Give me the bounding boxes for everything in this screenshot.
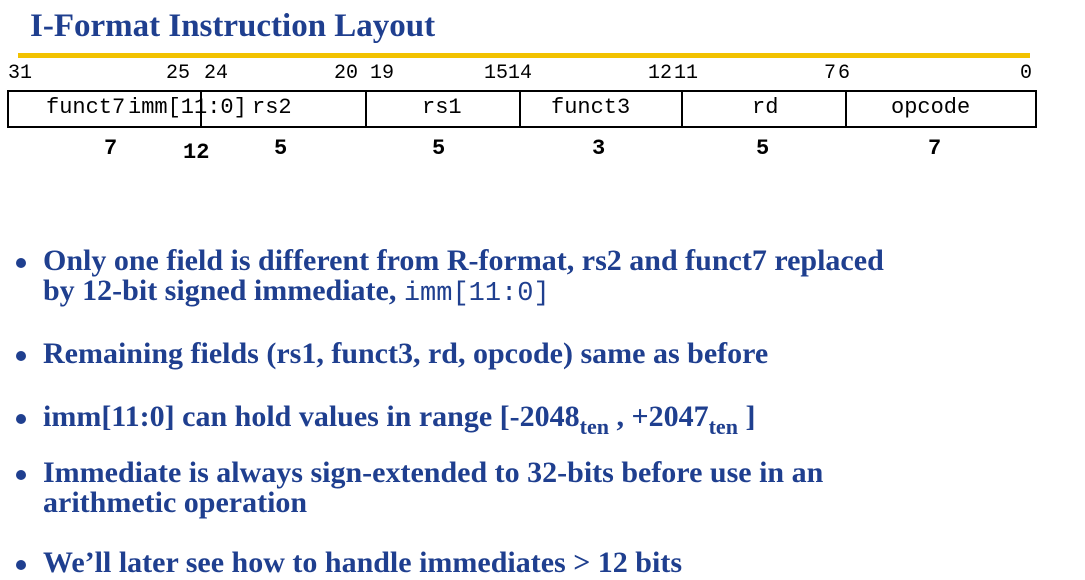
subscript: ten bbox=[708, 414, 738, 439]
bullet-text-span: imm[11:0] can hold values in range [-204… bbox=[43, 400, 580, 433]
title-underline bbox=[18, 53, 1030, 58]
bit-position: 12 bbox=[648, 62, 673, 85]
bit-position: 6 bbox=[838, 62, 851, 85]
bullet-line: by 12-bit signed immediate, imm[11:0] bbox=[43, 274, 1083, 310]
field-divider bbox=[845, 92, 847, 126]
field-divider bbox=[681, 92, 683, 126]
field-label-funct7: funct7 bbox=[46, 95, 126, 120]
instruction-field-box bbox=[7, 90, 1037, 128]
bullet-dot bbox=[16, 258, 26, 268]
bit-position: 24 bbox=[204, 62, 229, 85]
slide-title: I-Format Instruction Layout bbox=[30, 8, 436, 44]
bit-position: 25 bbox=[166, 62, 191, 85]
bullet-line: arithmetic operation bbox=[43, 486, 308, 519]
field-width-rs1: 5 bbox=[432, 136, 446, 161]
bit-position: 19 bbox=[370, 62, 395, 85]
field-width-opcode: 7 bbox=[928, 136, 942, 161]
field-label-opcode: opcode bbox=[891, 95, 971, 120]
bit-position: 11 bbox=[674, 62, 699, 85]
field-width-rd: 5 bbox=[756, 136, 770, 161]
bullet-dot bbox=[16, 351, 26, 361]
field-label-rd: rd bbox=[752, 95, 779, 120]
bullet-text: Remaining fields (rs1, funct3, rd, opcod… bbox=[43, 337, 769, 370]
bullet-dot bbox=[16, 560, 26, 570]
bullet-text-span: ] bbox=[737, 400, 756, 433]
bit-position: 0 bbox=[1020, 62, 1033, 85]
subscript: ten bbox=[579, 414, 609, 439]
field-label-rs2: rs2 bbox=[252, 95, 292, 120]
field-divider bbox=[200, 90, 202, 128]
field-divider bbox=[519, 92, 521, 126]
bullet-line: Only one field is different from R-forma… bbox=[43, 244, 884, 277]
bullet-text-span: , +2047 bbox=[609, 400, 709, 433]
bullet-text: Immediate is always sign-extended to 32-… bbox=[43, 458, 1083, 518]
bit-position: 14 bbox=[508, 62, 533, 85]
field-width-rs2: 5 bbox=[274, 136, 288, 161]
bullet-line: Immediate is always sign-extended to 32-… bbox=[43, 456, 824, 489]
field-width-funct7: 7 bbox=[104, 136, 118, 161]
bit-position: 31 bbox=[8, 62, 33, 85]
field-label-funct3: funct3 bbox=[551, 95, 631, 120]
bit-position: 20 bbox=[334, 62, 359, 85]
bullet-dot bbox=[16, 470, 26, 480]
field-width-funct3: 3 bbox=[592, 136, 606, 161]
bullet-text-span: by 12-bit signed immediate, bbox=[43, 274, 404, 307]
bullet-text: imm[11:0] can hold values in range [-204… bbox=[43, 402, 1083, 442]
bullet-dot bbox=[16, 414, 26, 424]
bit-position: 15 bbox=[484, 62, 509, 85]
code-span: imm[11:0] bbox=[403, 279, 550, 309]
field-width-imm: 12 bbox=[183, 140, 210, 165]
field-label-imm: imm[11:0] bbox=[128, 95, 247, 120]
bullet-text: We’ll later see how to handle immediates… bbox=[43, 546, 682, 579]
field-divider bbox=[365, 92, 367, 126]
field-label-rs1: rs1 bbox=[422, 95, 462, 120]
bullet-text: Only one field is different from R-forma… bbox=[43, 244, 1083, 310]
bit-position: 7 bbox=[824, 62, 837, 85]
